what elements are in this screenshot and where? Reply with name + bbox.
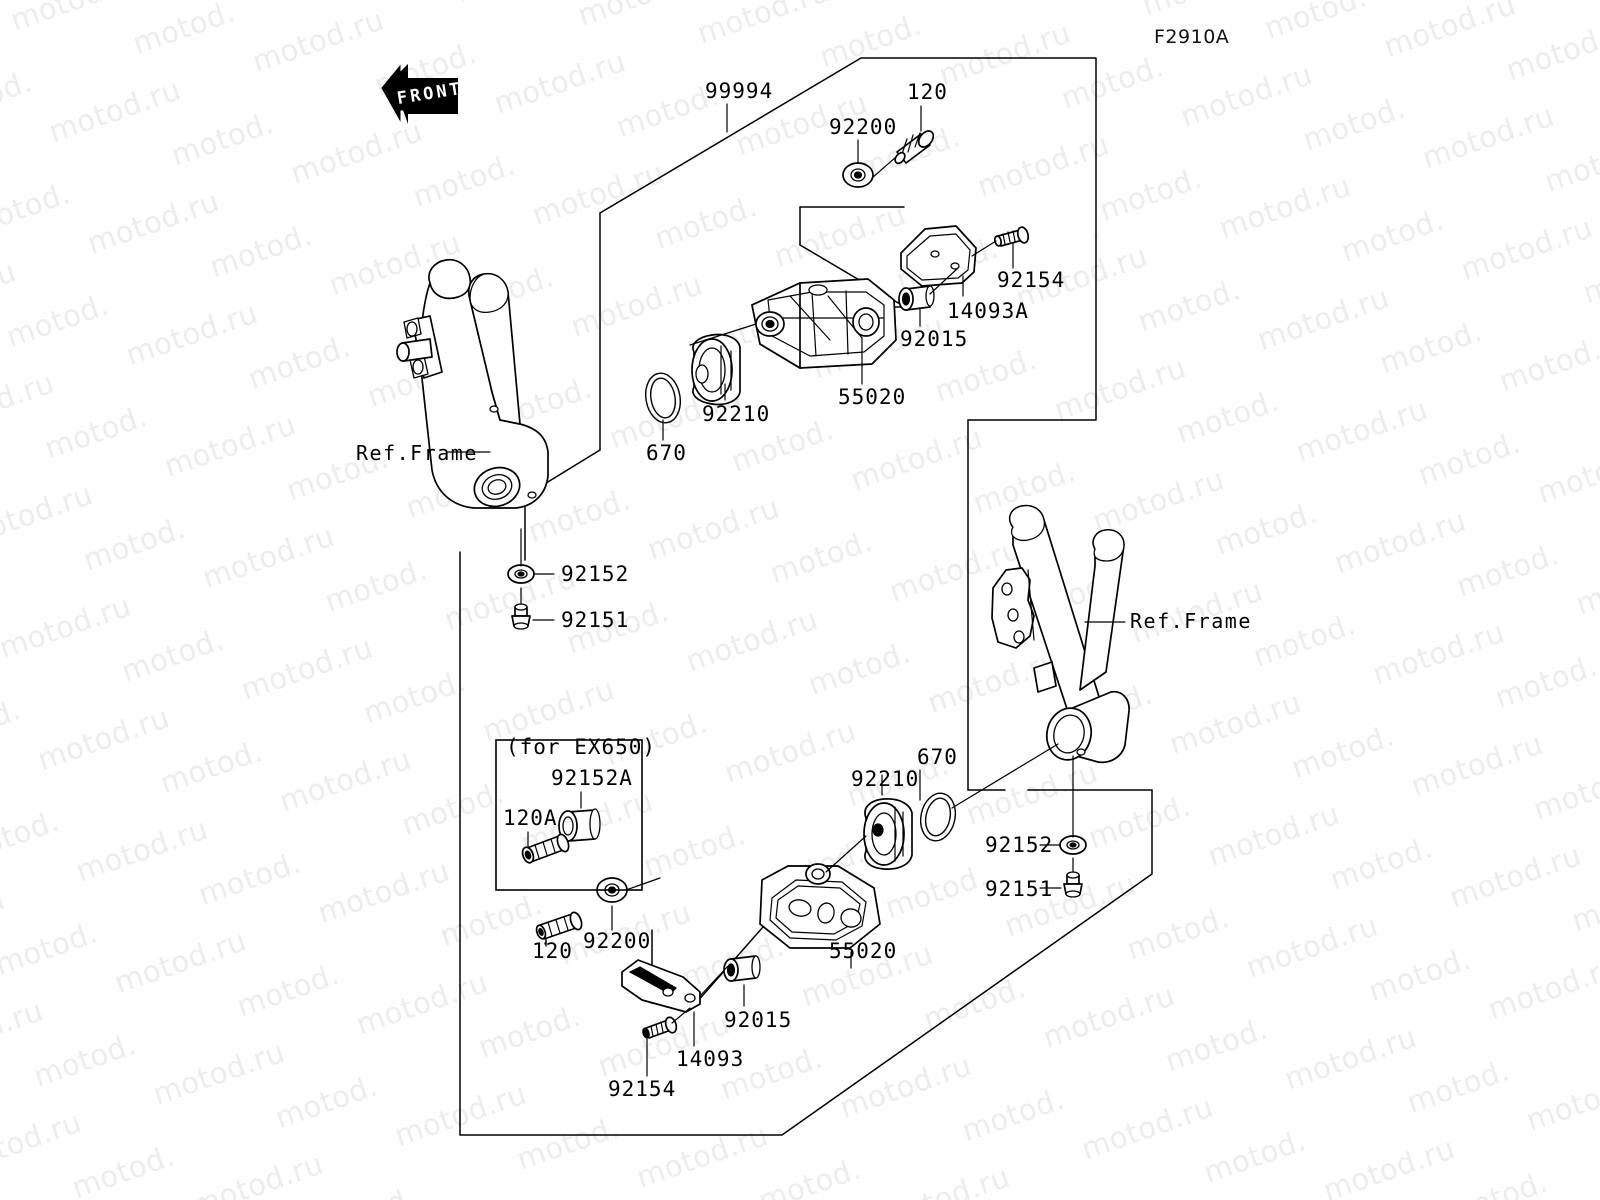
part-670-oring-lower bbox=[919, 792, 957, 842]
label-55020-slider-lower: 55020 bbox=[829, 939, 898, 963]
part-55020-slider-upper bbox=[751, 278, 897, 369]
part-14093-plate-lower bbox=[621, 959, 701, 1013]
label-92015-collar-lower: 92015 bbox=[724, 1008, 793, 1032]
label-ref-frame-left: Ref.Frame bbox=[356, 441, 478, 465]
front-direction-marker: FRONT bbox=[372, 52, 462, 132]
label-55020-slider-upper: 55020 bbox=[838, 385, 907, 409]
part-120-bolt-upper bbox=[894, 130, 935, 165]
frame-member-right bbox=[991, 504, 1130, 764]
label-92152-washer-lower: 92152 bbox=[985, 833, 1054, 857]
part-92152-washer-upper bbox=[507, 564, 535, 584]
part-92200-washer-upper bbox=[842, 162, 874, 188]
label-inset-title-ex650: (for EX650) bbox=[506, 735, 657, 759]
label-ref-frame-right: Ref.Frame bbox=[1130, 609, 1252, 633]
label-92200-washer-lower: 92200 bbox=[583, 929, 652, 953]
label-92015-collar-upper: 92015 bbox=[900, 327, 969, 351]
part-55020-slider-lower bbox=[759, 863, 881, 949]
part-92154-screw-lower bbox=[642, 1016, 678, 1039]
label-120-bolt-lower: 120 bbox=[532, 939, 573, 963]
part-92015-collar-lower bbox=[723, 955, 761, 982]
frame-member-left bbox=[396, 258, 549, 509]
label-670-oring-upper: 670 bbox=[646, 441, 687, 465]
label-92151-bolt-lower: 92151 bbox=[985, 877, 1054, 901]
part-120-bolt-lower bbox=[535, 911, 583, 940]
leader-lines-92151-92152-lower bbox=[1039, 755, 1074, 889]
label-99994-kit: 99994 bbox=[705, 79, 774, 103]
part-92151-bolt-upper bbox=[511, 603, 531, 630]
part-92015-collar-upper bbox=[898, 285, 935, 311]
label-92152-washer-upper: 92152 bbox=[561, 562, 630, 586]
part-92210-damper-upper bbox=[691, 333, 741, 406]
label-120A-bolt: 120A bbox=[503, 806, 558, 830]
diagram-code: F2910A bbox=[1154, 26, 1230, 48]
label-92152A-collar: 92152A bbox=[551, 766, 633, 790]
label-92154-screw-upper: 92154 bbox=[997, 268, 1066, 292]
part-92151-bolt-lower bbox=[1063, 871, 1083, 898]
part-14093A-plate-upper bbox=[900, 225, 977, 287]
label-92210-damper-upper: 92210 bbox=[702, 402, 771, 426]
label-670-oring-lower: 670 bbox=[917, 745, 958, 769]
label-92154-screw-lower: 92154 bbox=[608, 1077, 677, 1101]
label-92200-washer-upper: 92200 bbox=[829, 115, 898, 139]
label-92210-damper-lower: 92210 bbox=[851, 767, 920, 791]
part-92152-washer-lower bbox=[1059, 835, 1087, 855]
part-670-oring-upper bbox=[645, 372, 681, 424]
label-14093-plate-lower: 14093 bbox=[676, 1047, 745, 1071]
label-92151-bolt-upper: 92151 bbox=[561, 608, 630, 632]
label-120-bolt-upper: 120 bbox=[907, 80, 948, 104]
part-92154-screw-upper bbox=[993, 226, 1030, 247]
part-92210-damper-lower bbox=[863, 798, 913, 870]
label-14093A-plate-upper: 14093A bbox=[947, 299, 1029, 323]
